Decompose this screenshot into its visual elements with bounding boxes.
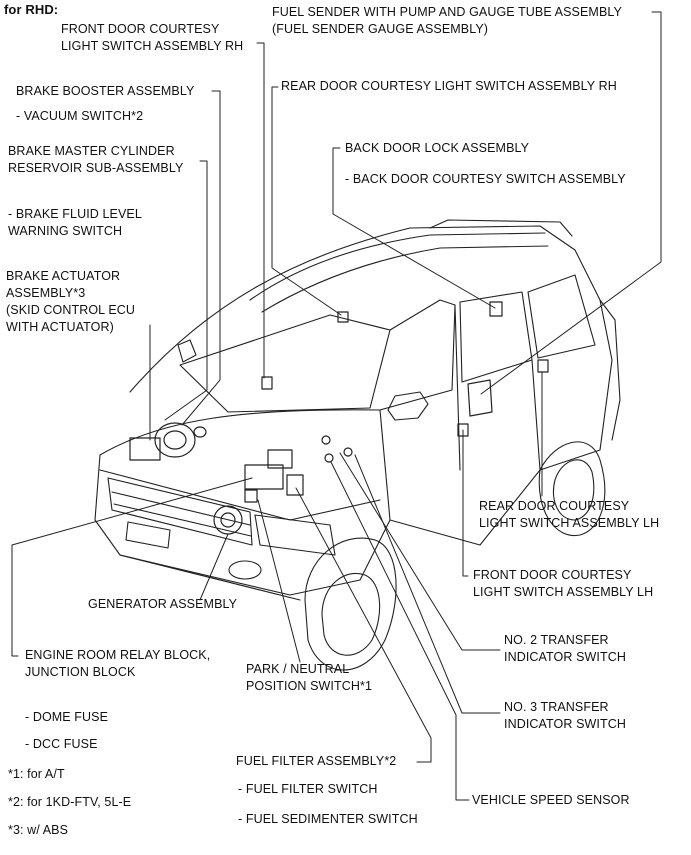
fuel-sender-part	[467, 379, 493, 417]
front-door-lh-line1: FRONT DOOR COURTESY	[473, 568, 632, 582]
front-door-lh-label: FRONT DOOR COURTESY LIGHT SWITCH ASSEMBL…	[473, 567, 653, 601]
front-door-rh-part	[261, 376, 273, 390]
brake-reservoir-line1: BRAKE MASTER CYLINDER	[8, 144, 175, 158]
rear-door-lh-line2: LIGHT SWITCH ASSEMBLY LH	[479, 516, 660, 530]
dcc-fuse-label: - DCC FUSE	[25, 737, 98, 751]
fuel-sedimenter-label: - FUEL SEDIMENTER SWITCH	[238, 812, 418, 826]
back-door-switch-label: - BACK DOOR COURTESY SWITCH ASSEMBLY	[345, 172, 626, 186]
front-door-lh-line2: LIGHT SWITCH ASSEMBLY LH	[473, 585, 654, 599]
brake-fluid-line2: WARNING SWITCH	[8, 224, 123, 238]
transfer3-label: NO. 3 TRANSFER INDICATOR SWITCH	[504, 699, 626, 733]
fuel-filter-label: FUEL FILTER ASSEMBLY*2	[236, 754, 397, 768]
transfer3-line2: INDICATOR SWITCH	[504, 717, 626, 731]
leader-lines	[11, 11, 662, 801]
brake-reservoir-label: BRAKE MASTER CYLINDER RESERVOIR SUB-ASSE…	[8, 143, 183, 177]
fuel-sender-line1: FUEL SENDER WITH PUMP AND GAUGE TUBE ASS…	[272, 5, 622, 19]
brake-fluid-line1: - BRAKE FLUID LEVEL	[8, 207, 142, 221]
brake-booster-label: BRAKE BOOSTER ASSEMBLY	[16, 84, 195, 98]
relay-block-line1: ENGINE ROOM RELAY BLOCK,	[25, 648, 211, 662]
transfer2-label: NO. 2 TRANSFER INDICATOR SWITCH	[504, 632, 626, 666]
page-header: for RHD:	[4, 2, 59, 17]
brake-actuator-part	[129, 437, 161, 461]
back-door-lock-label: BACK DOOR LOCK ASSEMBLY	[345, 141, 530, 155]
brake-actuator-line4: WITH ACTUATOR)	[6, 320, 114, 334]
brake-booster-part	[154, 422, 196, 458]
brake-actuator-line2: ASSEMBLY*3	[6, 286, 86, 300]
dome-fuse-label: - DOME FUSE	[25, 710, 109, 724]
relay-block-line2: JUNCTION BLOCK	[25, 665, 136, 679]
fuel-filter-switch-label: - FUEL FILTER SWITCH	[238, 782, 378, 796]
brake-reservoir-line2: RESERVOIR SUB-ASSEMBLY	[8, 161, 184, 175]
park-neutral-line2: POSITION SWITCH*1	[246, 679, 373, 693]
brake-actuator-label: BRAKE ACTUATOR ASSEMBLY*3 (SKID CONTROL …	[6, 268, 135, 336]
vehicle-speed-label: VEHICLE SPEED SENSOR	[472, 793, 630, 807]
generator-label: GENERATOR ASSEMBLY	[88, 597, 238, 611]
front-door-rh-switch	[337, 311, 349, 323]
vacuum-switch-label: - VACUUM SWITCH*2	[16, 109, 144, 123]
park-neutral-label: PARK / NEUTRAL POSITION SWITCH*1	[246, 661, 372, 695]
note-3: *3: w/ ABS	[8, 823, 69, 837]
park-neutral-part	[244, 489, 258, 503]
speed-sensor-part	[324, 453, 334, 463]
transfer-switch-part	[321, 435, 331, 445]
relay-block-part	[244, 464, 284, 490]
front-door-rh-label: FRONT DOOR COURTESY LIGHT SWITCH ASSEMBL…	[61, 21, 243, 55]
fuel-sender-label: FUEL SENDER WITH PUMP AND GAUGE TUBE ASS…	[272, 4, 622, 38]
transfer2-line2: INDICATOR SWITCH	[504, 650, 626, 664]
transfer2-line1: NO. 2 TRANSFER	[504, 633, 609, 647]
rear-door-lh-label: REAR DOOR COURTESY LIGHT SWITCH ASSEMBLY…	[479, 498, 659, 532]
brake-actuator-line1: BRAKE ACTUATOR	[6, 269, 121, 283]
rear-door-lh-part	[537, 359, 549, 373]
vehicle-illustration	[94, 219, 621, 671]
relay-block-label: ENGINE ROOM RELAY BLOCK, JUNCTION BLOCK	[25, 647, 210, 681]
park-neutral-line1: PARK / NEUTRAL	[246, 662, 350, 676]
transfer3-line1: NO. 3 TRANSFER	[504, 700, 609, 714]
note-1: *1: for A/T	[8, 767, 65, 781]
note-2: *2: for 1KD-FTV, 5L-E	[8, 795, 132, 809]
front-door-rh-line1: FRONT DOOR COURTESY	[61, 22, 220, 36]
front-door-rh-line2: LIGHT SWITCH ASSEMBLY RH	[61, 39, 244, 53]
back-door-lock-part	[489, 301, 503, 317]
components	[129, 301, 549, 535]
fuel-sender-line2: (FUEL SENDER GAUGE ASSEMBLY)	[272, 22, 489, 36]
rear-door-lh-line1: REAR DOOR COURTESY	[479, 499, 630, 513]
brake-fluid-switch-label: - BRAKE FLUID LEVEL WARNING SWITCH	[8, 206, 142, 240]
brake-actuator-line3: (SKID CONTROL ECU	[6, 303, 136, 317]
rear-door-rh-label: REAR DOOR COURTESY LIGHT SWITCH ASSEMBLY…	[281, 79, 617, 93]
